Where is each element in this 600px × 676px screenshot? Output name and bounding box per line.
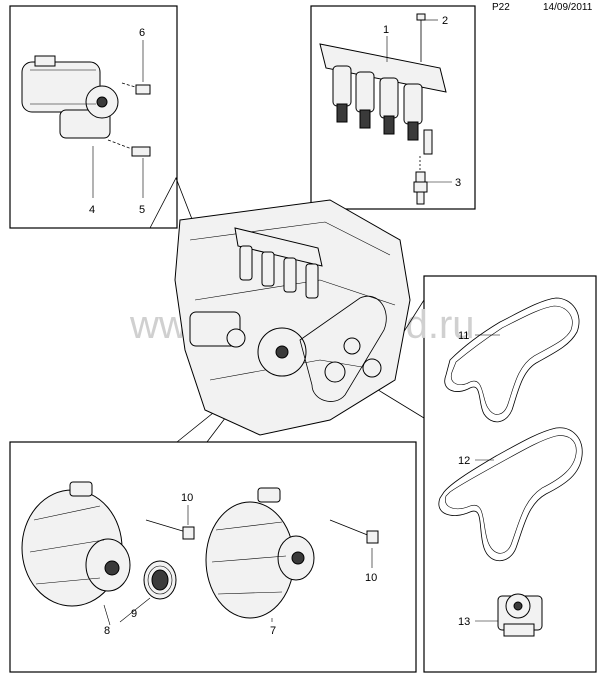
alternator-bolt-left (145, 519, 195, 540)
page-code: P22 (492, 2, 510, 13)
ignition-frame (310, 5, 476, 210)
starter-frame (9, 5, 178, 229)
callout-10-right: 10 (365, 572, 377, 584)
alternator-bolt-right (329, 519, 379, 544)
alternator-frame (9, 441, 417, 673)
engine-coil-pack (234, 227, 323, 299)
starter-bolt-lower (107, 139, 151, 157)
ignition-coil (319, 43, 447, 155)
belt-tensioner (497, 593, 543, 637)
engine-starter (189, 311, 246, 348)
callout-3: 3 (455, 177, 461, 189)
callout-1: 1 (383, 24, 389, 36)
callout-9: 9 (131, 608, 137, 620)
callout-6: 6 (139, 27, 145, 39)
callout-2: 2 (442, 15, 448, 27)
callout-8: 8 (104, 625, 110, 637)
callout-7: 7 (270, 625, 276, 637)
alternator-large (21, 481, 131, 607)
drive-belt-upper (444, 297, 580, 423)
callout-5: 5 (139, 204, 145, 216)
starter-bolt-upper (121, 82, 151, 95)
alternator-small (205, 487, 315, 619)
alternator-pulley (143, 560, 177, 600)
belt-frame (423, 275, 597, 673)
callout-4: 4 (89, 204, 95, 216)
drive-belt-lower (438, 427, 583, 562)
callout-12: 12 (458, 455, 470, 467)
coil-bolt (416, 13, 426, 62)
starter-motor (21, 55, 119, 139)
callout-13: 13 (458, 616, 470, 628)
callout-10-left: 10 (181, 492, 193, 504)
page-date: 14/09/2011 (543, 2, 593, 13)
callout-11: 11 (458, 330, 469, 342)
spark-plug (413, 156, 428, 205)
engine-alternator (257, 327, 307, 377)
engine-belt (299, 295, 387, 402)
